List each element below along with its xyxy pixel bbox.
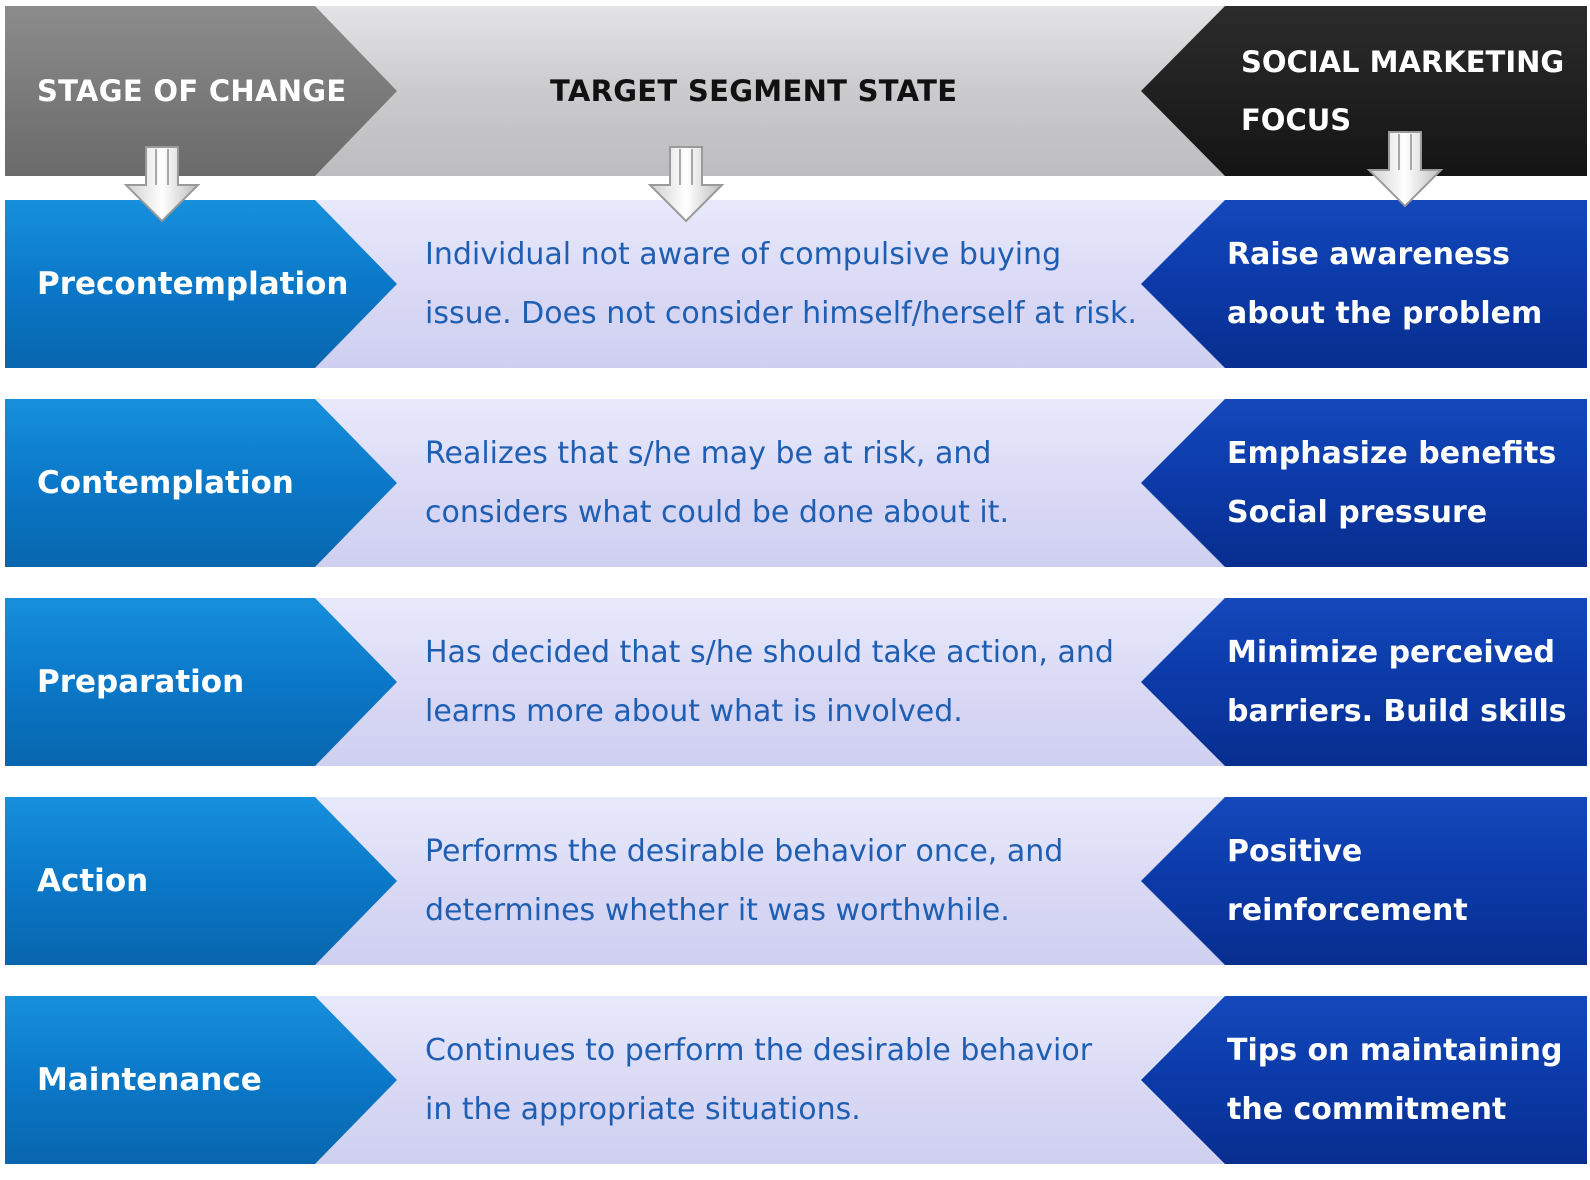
state-description: Continues to perform the desirable behav…: [425, 996, 1185, 1164]
header-focus-line2: FOCUS: [1241, 103, 1352, 137]
header-focus-line1: SOCIAL MARKETING: [1241, 45, 1565, 79]
state-description: Has decided that s/he should take action…: [425, 598, 1185, 766]
stage-name: Preparation: [37, 664, 245, 700]
focus-line2: barriers. Build skills: [1227, 694, 1567, 729]
state-line1: Continues to perform the desirable behav…: [425, 1033, 1093, 1068]
stage-row: Action Performs the desirable behavior o…: [5, 797, 1587, 965]
focus-description: Positive reinforcement: [1227, 797, 1567, 965]
stage-chevron: [5, 200, 397, 368]
state-description: Realizes that s/he may be at risk, and c…: [425, 399, 1185, 567]
focus-line2: Social pressure: [1227, 495, 1488, 530]
header-right-chevron: [1141, 6, 1587, 176]
state-line2: issue. Does not consider himself/herself…: [425, 296, 1137, 331]
state-line1: Performs the desirable behavior once, an…: [425, 834, 1064, 869]
stage-name: Contemplation: [37, 465, 294, 501]
header-stage-label: STAGE OF CHANGE: [37, 74, 347, 108]
header-focus-label: SOCIAL MARKETING FOCUS: [1241, 6, 1564, 176]
stage-name: Maintenance: [37, 1062, 262, 1098]
stage-chevron: [5, 598, 397, 766]
focus-line1: Minimize perceived: [1227, 635, 1555, 670]
header-left-chevron: [5, 6, 397, 176]
focus-chevron: [1141, 797, 1587, 965]
focus-line1: Tips on maintaining: [1227, 1033, 1563, 1068]
focus-description: Tips on maintaining the commitment: [1227, 996, 1567, 1164]
down-arrow-icon: [647, 146, 725, 223]
state-description: Individual not aware of compulsive buyin…: [425, 200, 1185, 368]
down-arrow-icon: [123, 146, 201, 223]
header-middle-panel: [5, 6, 1587, 176]
stage-row: Contemplation Realizes that s/he may be …: [5, 399, 1587, 567]
focus-description: Emphasize benefits Social pressure: [1227, 399, 1567, 567]
focus-chevron: [1141, 996, 1587, 1164]
stage-name: Precontemplation: [37, 266, 349, 302]
header-bar: STAGE OF CHANGE TARGET SEGMENT STATE SOC…: [5, 6, 1587, 176]
focus-chevron: [1141, 200, 1587, 368]
stage-chevron: [5, 797, 397, 965]
focus-line1: Emphasize benefits: [1227, 436, 1557, 471]
state-description: Performs the desirable behavior once, an…: [425, 797, 1185, 965]
header-state-label: TARGET SEGMENT STATE: [550, 74, 958, 108]
focus-line2: about the problem: [1227, 296, 1543, 331]
stage-row: Precontemplation Individual not aware of…: [5, 200, 1587, 368]
state-line2: learns more about what is involved.: [425, 694, 963, 729]
state-line2: considers what could be done about it.: [425, 495, 1010, 530]
focus-line1: Raise awareness: [1227, 237, 1511, 272]
focus-description: Raise awareness about the problem: [1227, 200, 1567, 368]
state-line1: Has decided that s/he should take action…: [425, 635, 1114, 670]
focus-line2: the commitment: [1227, 1092, 1507, 1127]
focus-line1: Positive: [1227, 834, 1363, 869]
stage-row: Maintenance Continues to perform the des…: [5, 996, 1587, 1164]
state-line2: determines whether it was worthwhile.: [425, 893, 1010, 928]
state-line1: Individual not aware of compulsive buyin…: [425, 237, 1062, 272]
focus-chevron: [1141, 598, 1587, 766]
stage-name: Action: [37, 863, 149, 899]
stage-row: Preparation Has decided that s/he should…: [5, 598, 1587, 766]
stage-chevron: [5, 996, 397, 1164]
focus-description: Minimize perceived barriers. Build skill…: [1227, 598, 1567, 766]
state-line2: in the appropriate situations.: [425, 1092, 861, 1127]
stage-chevron: [5, 399, 397, 567]
down-arrow-icon: [1366, 131, 1444, 208]
focus-chevron: [1141, 399, 1587, 567]
state-line1: Realizes that s/he may be at risk, and: [425, 436, 992, 471]
focus-line2: reinforcement: [1227, 893, 1468, 928]
